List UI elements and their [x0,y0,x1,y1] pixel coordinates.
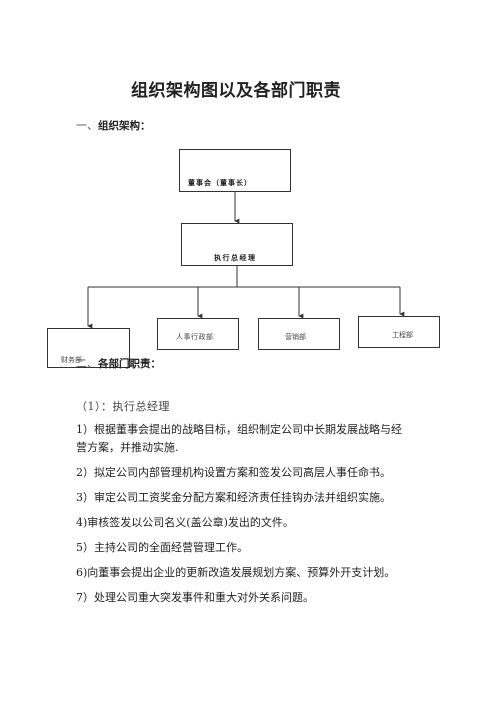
duties-list: 1）根据董事会提出的战略目标，组织制定公司中长期发展战略与经营方案，并推动实施.… [76,421,406,614]
org-box-finance: 财务部 [47,328,130,368]
duty-item: 3）审定公司工资奖金分配方案和经济责任挂钩办法并组织实施。 [76,490,391,504]
section-title: 各部门职责： [98,358,161,370]
org-box-engineering: 工程部 [358,316,440,348]
section-heading-structure: 一、组织架构： [76,117,151,133]
org-box-sales: 营销部 [258,318,340,350]
duties-subheading: （1）：执行总经理 [76,400,170,413]
org-box-label: 董事会（董事长） [188,179,252,187]
duty-item: 1）根据董事会提出的战略目标，组织制定公司中长期发展战略与经营方案，并推动实施. [76,423,402,454]
org-box-hr-admin: 人事行政部 [157,318,239,350]
org-box-label: 财务部 [61,356,82,364]
org-box-label: 工程部 [392,331,413,339]
section-number: 二、 [76,357,98,370]
section-title: 组织架构： [98,120,151,132]
org-box-board: 董事会（董事长） [179,149,291,192]
duty-item: 4)审核签发以公司名义(盖公章)发出的文件。 [76,515,294,529]
duty-item: 7）处理公司重大突发事件和重大对外关系问题。 [76,590,314,604]
duty-item: 2）拟定公司内部管理机构设置方案和签发公司高层人事任命书。 [76,465,391,479]
section-heading-duties: 二、各部门职责： [76,355,161,371]
org-box-label: 执行总经理 [214,254,257,262]
duty-item: 6)向董事会提出企业的更新改造发展规划方案、预算外开支计划。 [76,565,396,579]
document-title: 组织架构图以及各部门职责 [131,81,341,101]
section-number: 一、 [76,119,98,132]
org-box-ceo: 执行总经理 [181,223,293,266]
duty-item: 5）主持公司的全面经营管理工作。 [76,540,248,554]
org-box-label: 营销部 [285,333,306,341]
org-box-label: 人事行政部 [176,333,214,341]
